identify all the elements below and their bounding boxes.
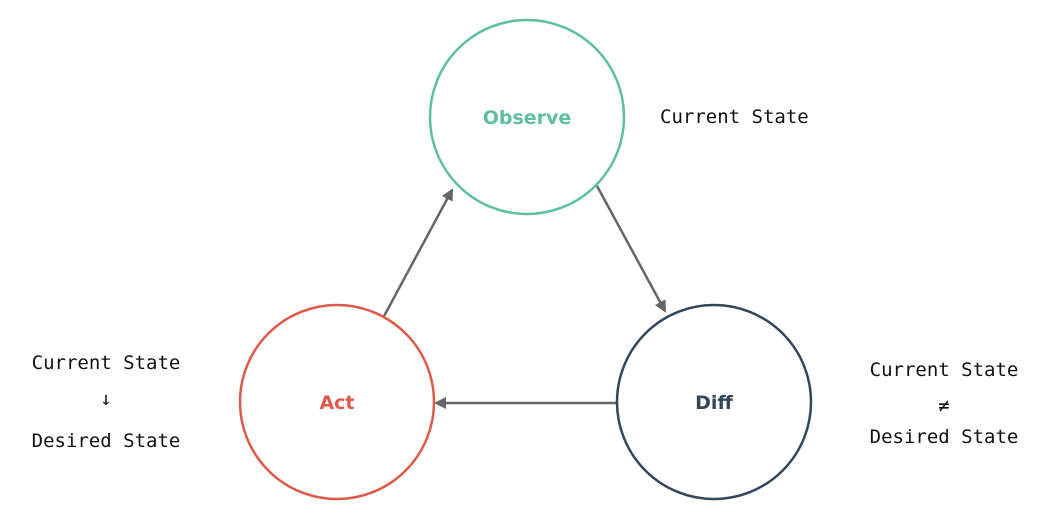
diff-note-line1: Current State (870, 359, 1019, 381)
node-observe-circle (428, 18, 626, 216)
diff-note: Current State ≠ Desired State (870, 359, 1019, 448)
arrow-observe-to-diff (595, 185, 667, 313)
node-act: Act (238, 303, 436, 501)
arrow-act-to-observe (381, 188, 454, 319)
node-act-circle (238, 303, 436, 501)
node-act-label: Act (319, 392, 354, 414)
node-diff-circle (615, 303, 813, 501)
node-observe: Observe (428, 18, 626, 216)
act-note-line1: Current State (32, 352, 181, 374)
diff-note-line2: ≠ (938, 395, 949, 417)
node-diff: Diff (615, 303, 813, 501)
observe-note: Current State (660, 106, 809, 128)
node-diff-label: Diff (695, 392, 733, 414)
diff-note-line3: Desired State (870, 426, 1019, 448)
act-note-line3: Desired State (32, 430, 181, 452)
node-observe-label: Observe (483, 107, 572, 129)
act-note: Current State ↓ Desired State (32, 352, 181, 452)
act-note-line2: ↓ (100, 388, 111, 410)
